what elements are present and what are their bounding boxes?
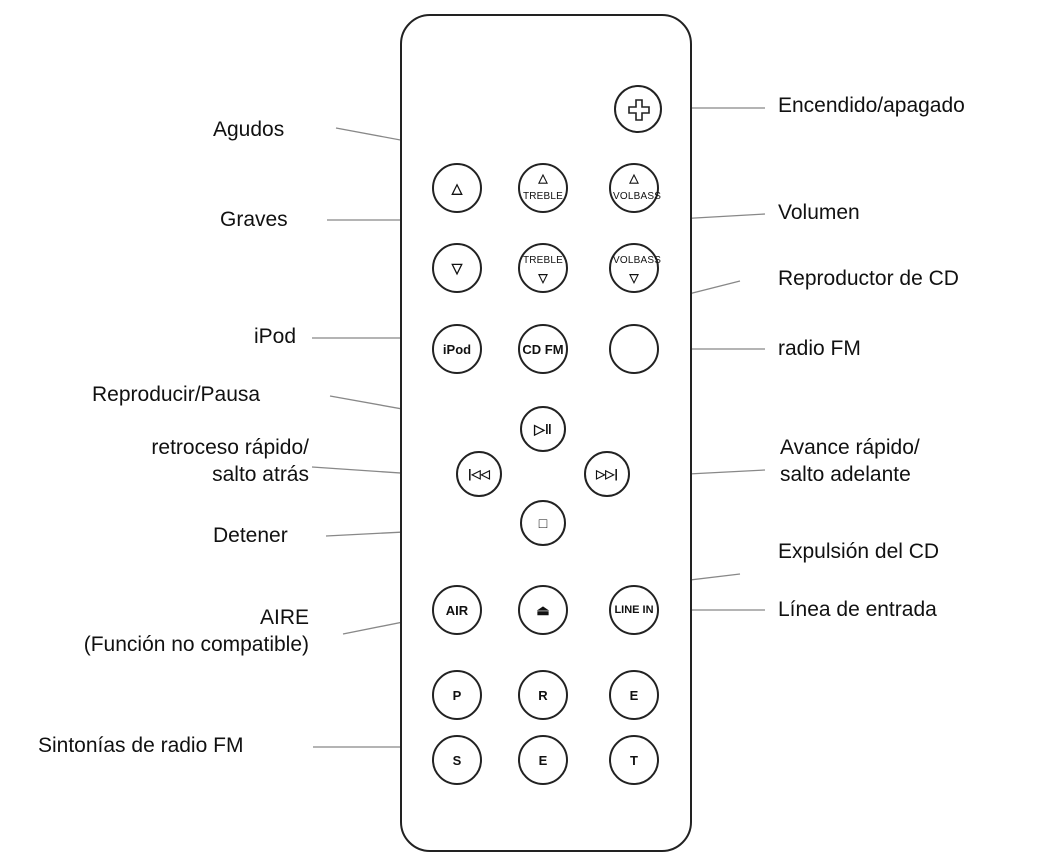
cd-fm-button[interactable]: CD FM <box>518 324 568 374</box>
forward-icon: ▷▷| <box>596 467 618 481</box>
ipod-button[interactable]: iPod <box>432 324 482 374</box>
treble-down-button[interactable]: TREBLE ▽ <box>518 243 568 293</box>
triangle-down-icon: ▽ <box>538 271 548 285</box>
forward-button[interactable]: ▷▷| <box>584 451 630 497</box>
label-play-pause: Reproducir/Pausa <box>92 383 261 406</box>
label-fm-radio: radio FM <box>778 337 861 360</box>
label-rewind: retroceso rápido/ salto atrás <box>151 434 309 489</box>
triangle-up-icon: △ <box>451 179 463 196</box>
preset-t-label: T <box>630 752 638 768</box>
play-pause-button[interactable]: ▷‖ <box>520 406 566 452</box>
label-presets: Sintonías de radio FM <box>38 734 244 757</box>
power-button[interactable] <box>614 85 662 133</box>
label-cd-player: Reproductor de CD <box>778 267 959 290</box>
preset-p-button[interactable]: P <box>432 670 482 720</box>
label-ipod: iPod <box>254 325 297 348</box>
rewind-button[interactable]: |◁◁ <box>456 451 502 497</box>
label-line-in: Línea de entrada <box>778 598 937 621</box>
volbass-text: VOLBASS <box>613 191 662 202</box>
eject-icon: ⏏ <box>536 601 550 618</box>
preset-e-button[interactable]: E <box>609 670 659 720</box>
volbass-text: VOLBASS <box>613 255 662 266</box>
treble-text: TREBLE <box>522 191 564 202</box>
volume-down-button[interactable]: VOLBASS ▽ <box>609 243 661 293</box>
preset-p-label: P <box>452 687 462 703</box>
label-rewind-line2: salto atrás <box>212 463 309 487</box>
label-stop: Detener <box>213 524 288 547</box>
triangle-up-icon: △ <box>538 171 548 185</box>
rewind-icon: |◁◁ <box>468 467 490 481</box>
eject-button[interactable]: ⏏ <box>518 585 568 635</box>
preset-e2-label: E <box>538 752 548 768</box>
label-forward-line1: Avance rápido/ <box>780 436 920 459</box>
bass-down-button[interactable]: ▽ <box>432 243 482 293</box>
treble-up-button[interactable]: △ TREBLE <box>518 163 568 213</box>
bass-up-button[interactable]: △ <box>432 163 482 213</box>
label-forward-line2: salto adelante <box>780 463 911 487</box>
preset-e-label: E <box>629 687 639 703</box>
preset-r-button[interactable]: R <box>518 670 568 720</box>
preset-r-label: R <box>538 687 548 703</box>
stop-button[interactable]: □ <box>520 500 566 546</box>
line-in-button[interactable]: LINE IN <box>609 585 659 635</box>
play-pause-icon: ▷‖ <box>534 420 552 437</box>
preset-t-button[interactable]: T <box>609 735 659 785</box>
power-cross-icon <box>628 99 650 121</box>
label-eject: Expulsión del CD <box>778 540 940 563</box>
fm-radio-button[interactable] <box>609 324 659 374</box>
treble-text: TREBLE <box>522 255 564 266</box>
air-button-label: AIR <box>445 602 469 618</box>
label-air-line1: AIRE <box>259 606 309 629</box>
ipod-button-label: iPod <box>442 341 472 357</box>
label-power: Encendido/apagado <box>778 94 965 117</box>
triangle-down-icon: ▽ <box>451 259 463 276</box>
preset-s-button[interactable]: S <box>432 735 482 785</box>
label-volume: Volumen <box>778 201 860 224</box>
label-air: AIRE (Función no compatible) <box>84 604 309 659</box>
label-bass: Graves <box>220 208 288 231</box>
label-rewind-line1: retroceso rápido/ <box>151 436 309 459</box>
preset-e2-button[interactable]: E <box>518 735 568 785</box>
cd-fm-button-label: CD FM <box>522 341 564 357</box>
air-button[interactable]: AIR <box>432 585 482 635</box>
label-air-line2: (Función no compatible) <box>83 633 309 657</box>
triangle-down-icon: ▽ <box>629 271 639 285</box>
label-forward: Avance rápido/ salto adelante <box>780 434 920 489</box>
line-in-button-label: LINE IN <box>614 604 654 616</box>
preset-s-label: S <box>452 752 462 768</box>
volume-up-button[interactable]: △ VOLBASS <box>609 163 661 213</box>
triangle-up-icon: △ <box>629 171 639 185</box>
stop-icon: □ <box>538 515 548 531</box>
label-treble: Agudos <box>213 118 285 141</box>
